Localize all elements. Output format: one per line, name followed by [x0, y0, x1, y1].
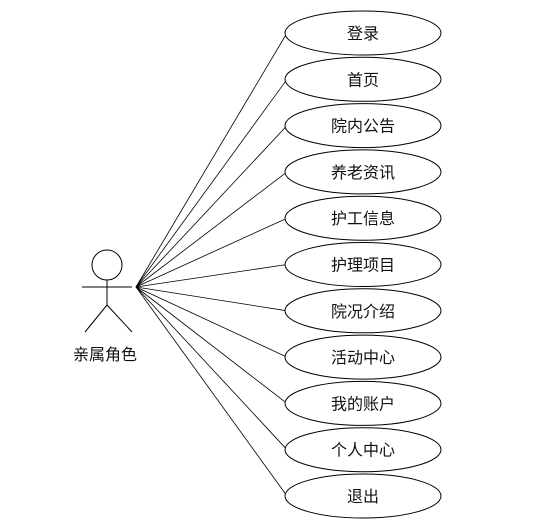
- use-case-label: 登录: [347, 24, 379, 43]
- use-case-label: 退出: [347, 487, 379, 506]
- use-case: 护理项目: [284, 242, 442, 287]
- use-case-ellipse: [284, 242, 442, 287]
- use-case-ellipse: [284, 334, 442, 380]
- use-case-label: 院况介绍: [331, 302, 395, 321]
- use-case-label: 护工信息: [331, 209, 395, 228]
- association-line: [135, 286, 288, 312]
- use-case-label: 个人中心: [331, 441, 395, 460]
- association-line: [135, 217, 288, 288]
- use-case-ellipse: [284, 103, 442, 149]
- use-case-ellipse: [284, 473, 442, 519]
- actor-head: [91, 249, 123, 281]
- use-case: 登录: [284, 10, 442, 56]
- use-case-label: 我的账户: [331, 394, 395, 413]
- actor-left-leg: [84, 304, 108, 333]
- association-line: [135, 32, 288, 288]
- use-case: 院内公告: [284, 103, 442, 149]
- use-case-ellipse: [284, 288, 442, 334]
- use-case-ellipse: [284, 10, 442, 56]
- use-case: 养老资讯: [284, 149, 442, 195]
- use-case: 护工信息: [284, 195, 442, 241]
- use-case-label: 养老资讯: [331, 163, 395, 182]
- use-case-ellipse: [284, 380, 442, 426]
- use-case: 院况介绍: [284, 288, 442, 334]
- association-line: [135, 125, 288, 288]
- association-line: [135, 286, 288, 450]
- association-line: [135, 286, 288, 404]
- use-case: 个人中心: [284, 427, 442, 473]
- use-case-ellipse: [284, 56, 442, 102]
- use-case-label: 活动中心: [331, 348, 395, 367]
- use-case: 我的账户: [284, 380, 442, 426]
- actor: 亲属角色: [73, 249, 137, 364]
- association-line: [135, 264, 288, 288]
- association-line: [135, 79, 288, 288]
- actor-label: 亲属角色: [73, 345, 137, 364]
- use-case-label: 首页: [347, 70, 379, 89]
- use-case-label: 院内公告: [331, 117, 395, 136]
- use-case-ellipse: [284, 195, 442, 241]
- use-case: 退出: [284, 473, 442, 519]
- use-case: 活动中心: [284, 334, 442, 380]
- association-lines: [135, 32, 288, 497]
- use-case-ellipse: [284, 427, 442, 473]
- use-case: 首页: [284, 56, 442, 102]
- association-line: [135, 286, 288, 497]
- association-line: [135, 171, 288, 288]
- actor-right-leg: [106, 304, 133, 333]
- use-case-label: 护理项目: [331, 256, 395, 275]
- use-case-ellipse: [284, 149, 442, 195]
- association-line: [135, 286, 288, 358]
